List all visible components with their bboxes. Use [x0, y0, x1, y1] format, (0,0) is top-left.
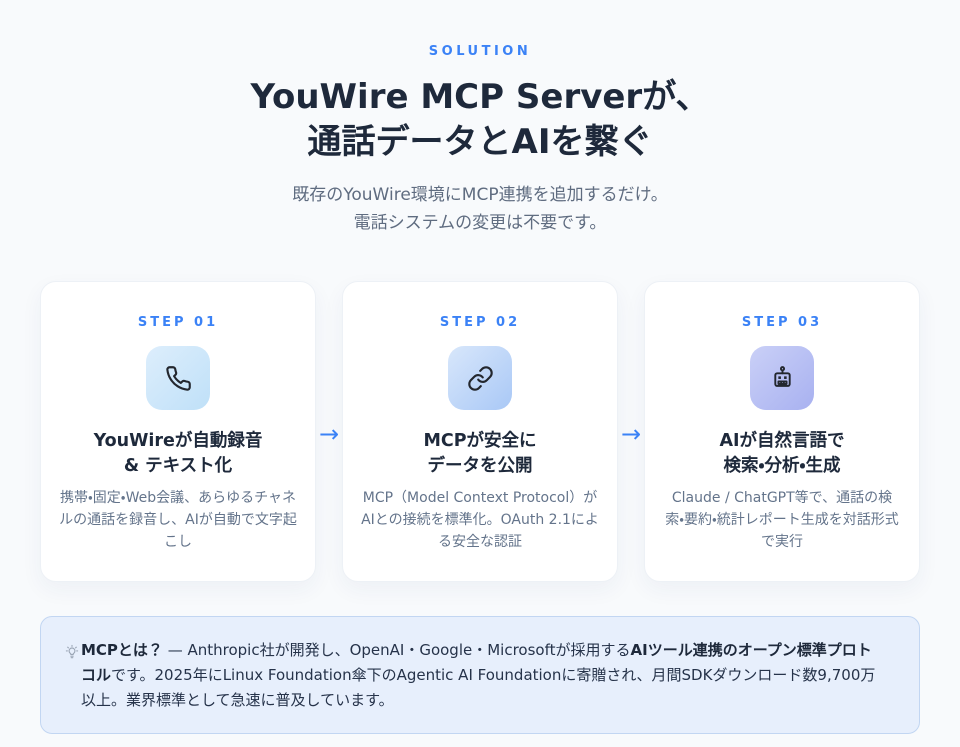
step-icon-tile [448, 346, 512, 410]
section-title-line2: 通話データとAIを繋ぐ [307, 122, 653, 162]
section-title: YouWire MCP Serverが、 通話データとAIを繋ぐ [40, 75, 920, 165]
section-eyebrow: SOLUTION [428, 44, 532, 59]
phone-icon [165, 365, 192, 392]
step-arrow-1: → [316, 281, 342, 582]
step-title-line1: AIが自然言語で [719, 431, 845, 451]
step-title-line2: データを公開 [427, 455, 533, 476]
step-description: MCP（Model Context Protocol）がAIとの接続を標準化。O… [361, 490, 599, 550]
step-title: MCPが安全に データを公開 [361, 429, 599, 478]
mcp-note-bold-phrase: AIツール連携のオープン標準プロトコル [81, 641, 872, 684]
step-description: Claude / ChatGPT等で、通話の検索・要約・統計レポート生成を対話形… [665, 490, 899, 550]
arrow-right-icon: → [620, 419, 642, 448]
step-card-3: STEP 03 AIが自然言語で 検索 [644, 281, 920, 582]
steps-row: STEP 01 YouWireが自動録音 & テキスト化 携帯・固定・Web会議… [40, 281, 920, 582]
mcp-note-text-1: — Anthropic社が開発し、OpenAI・Google・Microsoft… [162, 641, 631, 659]
robot-icon [769, 365, 796, 392]
step-title-line2: 検索・分析・生成 [723, 455, 841, 476]
arrow-right-icon: → [318, 419, 340, 448]
mcp-note-text: MCPとは？ — Anthropic社が開発し、OpenAI・Google・Mi… [81, 638, 877, 713]
section-subtitle-line1: 既存のYouWire環境にMCP連携を追加するだけ。 [292, 185, 668, 205]
step-label: STEP 03 [741, 315, 823, 330]
section-subtitle: 既存のYouWire環境にMCP連携を追加するだけ。 電話システムの変更は不要で… [40, 181, 920, 237]
step-title: YouWireが自動録音 & テキスト化 [59, 429, 297, 478]
step-description: 携帯・固定・Web会議、あらゆるチャネルの通話を録音し、AIが自動で文字起こし [59, 490, 297, 550]
step-card-1: STEP 01 YouWireが自動録音 & テキスト化 携帯・固定・Web会議… [40, 281, 316, 582]
step-arrow-2: → [618, 281, 644, 582]
section-subtitle-line2: 電話システムの変更は不要です。 [353, 213, 607, 233]
lightbulb-icon [64, 644, 80, 660]
section-title-line1: YouWire MCP Serverが、 [250, 77, 710, 117]
step-card-2: STEP 02 MCPが安全に データを公開 MCP（Model Context… [342, 281, 618, 582]
mcp-note-term: MCPとは？ [81, 641, 163, 659]
step-title: AIが自然言語で 検索・分析・生成 [663, 429, 901, 478]
mcp-note-text-2: です。2025年にLinux Foundation傘下のAgentic AI F… [81, 666, 876, 709]
step-icon-tile [750, 346, 814, 410]
link-icon [467, 365, 494, 392]
step-title-line1: MCPが安全に [423, 431, 537, 451]
step-title-line1: YouWireが自動録音 [93, 431, 263, 451]
step-icon-tile [146, 346, 210, 410]
step-label: STEP 01 [137, 315, 219, 330]
step-title-line2: & テキスト化 [123, 455, 233, 476]
mcp-note-box: MCPとは？ — Anthropic社が開発し、OpenAI・Google・Mi… [40, 616, 920, 734]
step-label: STEP 02 [439, 315, 521, 330]
